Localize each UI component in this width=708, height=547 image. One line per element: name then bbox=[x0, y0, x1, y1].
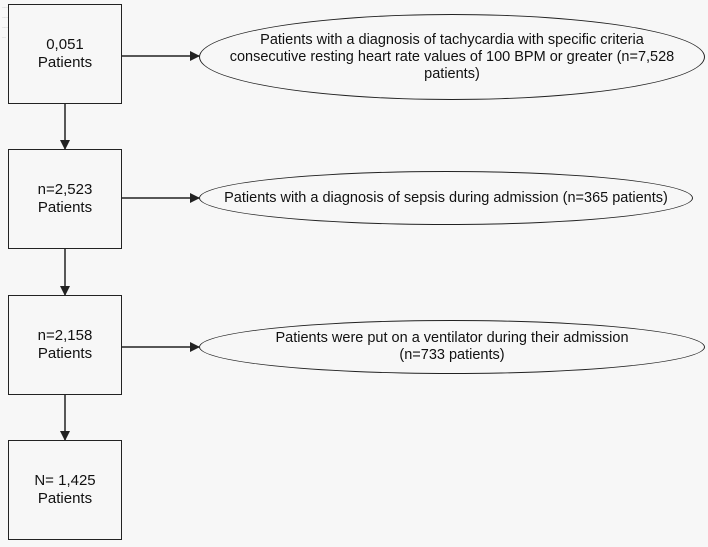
step-label: Patients bbox=[37, 54, 93, 71]
exclusion-text: Patients with a diagnosis of tachycardia… bbox=[229, 31, 675, 82]
step-count: 0,051 bbox=[46, 36, 84, 53]
step-label: Patients bbox=[37, 345, 93, 362]
step-label: Patients bbox=[37, 199, 93, 216]
step-count: N= 1,425 bbox=[34, 472, 96, 489]
step-label: Patients bbox=[37, 490, 93, 507]
exclusion-ellipse-1: Patients with a diagnosis of tachycardia… bbox=[199, 14, 705, 100]
exclusion-text: Patients with a diagnosis of sepsis duri… bbox=[224, 189, 668, 206]
exclusion-ellipse-2: Patients with a diagnosis of sepsis duri… bbox=[199, 171, 693, 225]
step-count: n=2,523 bbox=[37, 181, 93, 198]
exclusion-ellipse-3: Patients were put on a ventilator during… bbox=[199, 320, 705, 374]
step-count: n=2,158 bbox=[37, 327, 93, 344]
exclusion-text: Patients were put on a ventilator during… bbox=[275, 330, 629, 363]
